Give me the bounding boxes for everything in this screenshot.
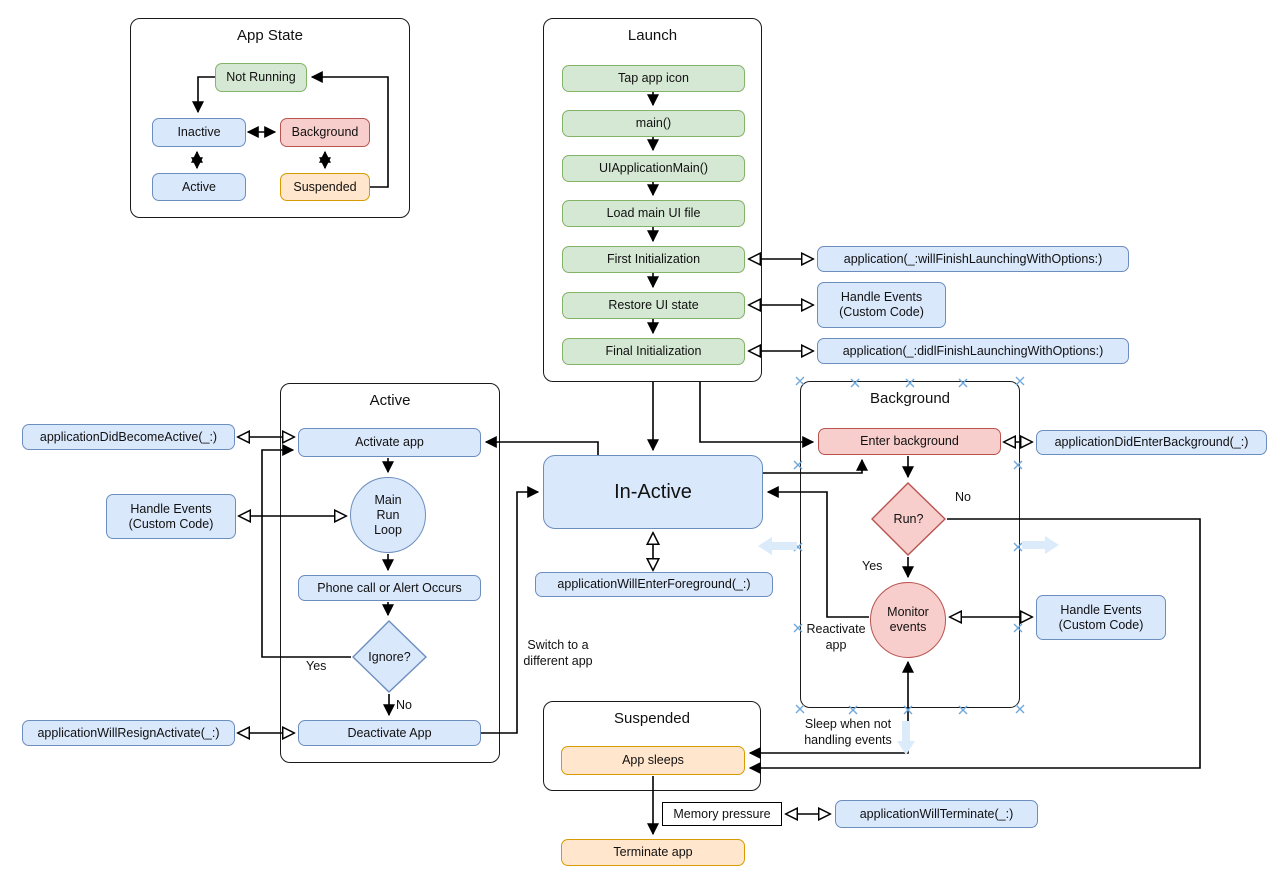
callout-will-finish-launching[interactable]: application(_:willFinishLaunchingWithOpt… — [817, 246, 1129, 272]
state-background[interactable]: Background — [280, 118, 370, 147]
label-switch-app[interactable]: Switch to a different app — [523, 638, 593, 668]
node-enter-background[interactable]: Enter background — [818, 428, 1001, 455]
label-ignore-no[interactable]: No — [396, 698, 412, 712]
step-uiapplicationmain[interactable]: UIApplicationMain() — [562, 155, 745, 182]
node-in-active[interactable]: In-Active — [543, 455, 763, 529]
label-run-no[interactable]: No — [955, 490, 971, 504]
node-app-sleeps[interactable]: App sleeps — [561, 746, 745, 775]
active-container[interactable]: Active — [280, 383, 500, 763]
callout-handle-events-active[interactable]: Handle Events (Custom Code) — [106, 494, 236, 539]
app-state-title: App State — [237, 27, 303, 44]
label-sleep-when-not-handling[interactable]: Sleep when not handling events — [804, 717, 892, 747]
label-reactivate-app[interactable]: Reactivate app — [806, 622, 866, 652]
node-terminate-app[interactable]: Terminate app — [561, 839, 745, 866]
step-final-initialization[interactable]: Final Initialization — [562, 338, 745, 365]
suspended-title: Suspended — [614, 710, 690, 727]
ignore-decision-diamond[interactable] — [352, 620, 428, 693]
run-decision-label[interactable]: Run? — [893, 512, 924, 526]
hint-arrow-left-icon — [758, 537, 797, 555]
ignore-decision-label[interactable]: Ignore? — [368, 650, 411, 664]
callout-did-finish-launching[interactable]: application(_:didlFinishLaunchingWithOpt… — [817, 338, 1129, 364]
step-tap-app-icon[interactable]: Tap app icon — [562, 65, 745, 92]
connectors — [191, 71, 1201, 836]
run-decision-diamond[interactable] — [871, 482, 947, 556]
callout-handle-events-launch[interactable]: Handle Events (Custom Code) — [817, 282, 946, 328]
state-active[interactable]: Active — [152, 173, 246, 201]
callout-will-terminate[interactable]: applicationWillTerminate(_:) — [835, 800, 1038, 828]
step-first-initialization[interactable]: First Initialization — [562, 246, 745, 273]
background-title: Background — [869, 390, 951, 407]
node-memory-pressure[interactable]: Memory pressure — [662, 802, 782, 826]
app-state-container[interactable]: App State — [130, 18, 410, 218]
launch-container[interactable]: Launch — [543, 18, 762, 382]
callout-handle-events-background[interactable]: Handle Events (Custom Code) — [1036, 595, 1166, 640]
hint-arrow-down-icon — [897, 721, 915, 755]
launch-title: Launch — [627, 27, 678, 44]
selection-handles — [793, 376, 1025, 715]
node-main-run-loop[interactable]: Main Run Loop — [350, 477, 426, 553]
hint-arrow-right-icon — [1022, 536, 1059, 554]
node-activate-app[interactable]: Activate app — [298, 428, 481, 457]
callout-will-resign-activate[interactable]: applicationWillResignActivate(_:) — [22, 720, 235, 746]
callout-will-enter-foreground[interactable]: applicationWillEnterForeground(_:) — [535, 572, 773, 597]
callout-did-become-active[interactable]: applicationDidBecomeActive(_:) — [22, 424, 235, 450]
state-suspended[interactable]: Suspended — [280, 173, 370, 201]
node-monitor-events[interactable]: Monitor events — [870, 582, 946, 658]
node-phone-call-alert[interactable]: Phone call or Alert Occurs — [298, 575, 481, 601]
active-title: Active — [369, 392, 411, 409]
state-not-running[interactable]: Not Running — [215, 63, 307, 92]
label-ignore-yes[interactable]: Yes — [306, 659, 327, 673]
callout-did-enter-background[interactable]: applicationDidEnterBackground(_:) — [1036, 430, 1267, 455]
label-run-yes[interactable]: Yes — [862, 559, 883, 573]
step-restore-ui-state[interactable]: Restore UI state — [562, 292, 745, 319]
step-main[interactable]: main() — [562, 110, 745, 137]
state-inactive[interactable]: Inactive — [152, 118, 246, 147]
step-load-main-ui[interactable]: Load main UI file — [562, 200, 745, 227]
node-deactivate-app[interactable]: Deactivate App — [298, 720, 481, 746]
